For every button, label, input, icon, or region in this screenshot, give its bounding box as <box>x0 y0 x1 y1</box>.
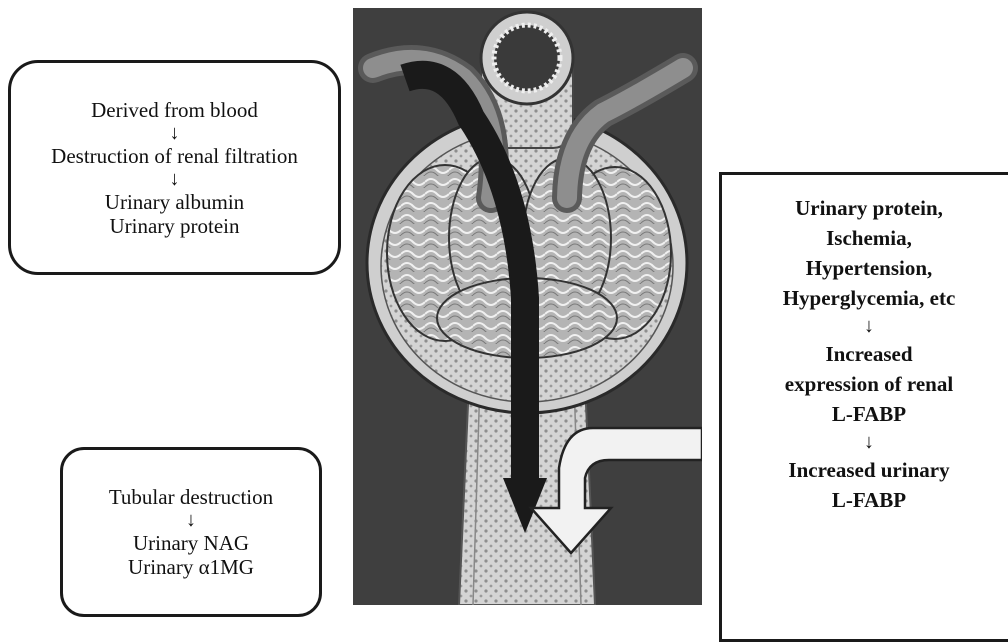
down-arrow-icon: ↓ <box>170 122 180 144</box>
blood-box-line-2: Destruction of renal filtration <box>51 144 298 168</box>
nephron-illustration <box>353 8 702 605</box>
lfabp-line-3: Hypertension, <box>806 253 933 283</box>
lfabp-mechanism-box: Urinary protein, Ischemia, Hypertension,… <box>719 172 1008 642</box>
tubular-destruction-box: Tubular destruction ↓ Urinary NAG Urinar… <box>60 447 322 617</box>
blood-box-line-1: Derived from blood <box>91 98 258 122</box>
lfabp-line-9: L-FABP <box>832 485 906 515</box>
tubular-box-line-1: Tubular destruction <box>109 485 273 509</box>
blood-box-line-3: Urinary albumin <box>105 190 244 214</box>
lfabp-line-1: Urinary protein, <box>795 193 943 223</box>
down-arrow-icon: ↓ <box>186 509 196 531</box>
lfabp-line-7: L-FABP <box>832 399 906 429</box>
down-arrow-icon: ↓ <box>864 429 874 455</box>
tubular-box-line-2: Urinary NAG <box>133 531 249 555</box>
lfabp-line-2: Ischemia, <box>826 223 912 253</box>
lfabp-line-6: expression of renal <box>785 369 953 399</box>
blood-box-line-4: Urinary protein <box>109 214 239 238</box>
nephron-drawing <box>353 8 702 605</box>
lfabp-line-4: Hyperglycemia, etc <box>783 283 956 313</box>
blood-derived-box: Derived from blood ↓ Destruction of rena… <box>8 60 341 275</box>
down-arrow-icon: ↓ <box>864 313 874 339</box>
down-arrow-icon: ↓ <box>170 168 180 190</box>
lfabp-line-8: Increased urinary <box>788 455 949 485</box>
lfabp-line-5: Increased <box>825 339 912 369</box>
tubular-box-line-3: Urinary α1MG <box>128 555 254 579</box>
